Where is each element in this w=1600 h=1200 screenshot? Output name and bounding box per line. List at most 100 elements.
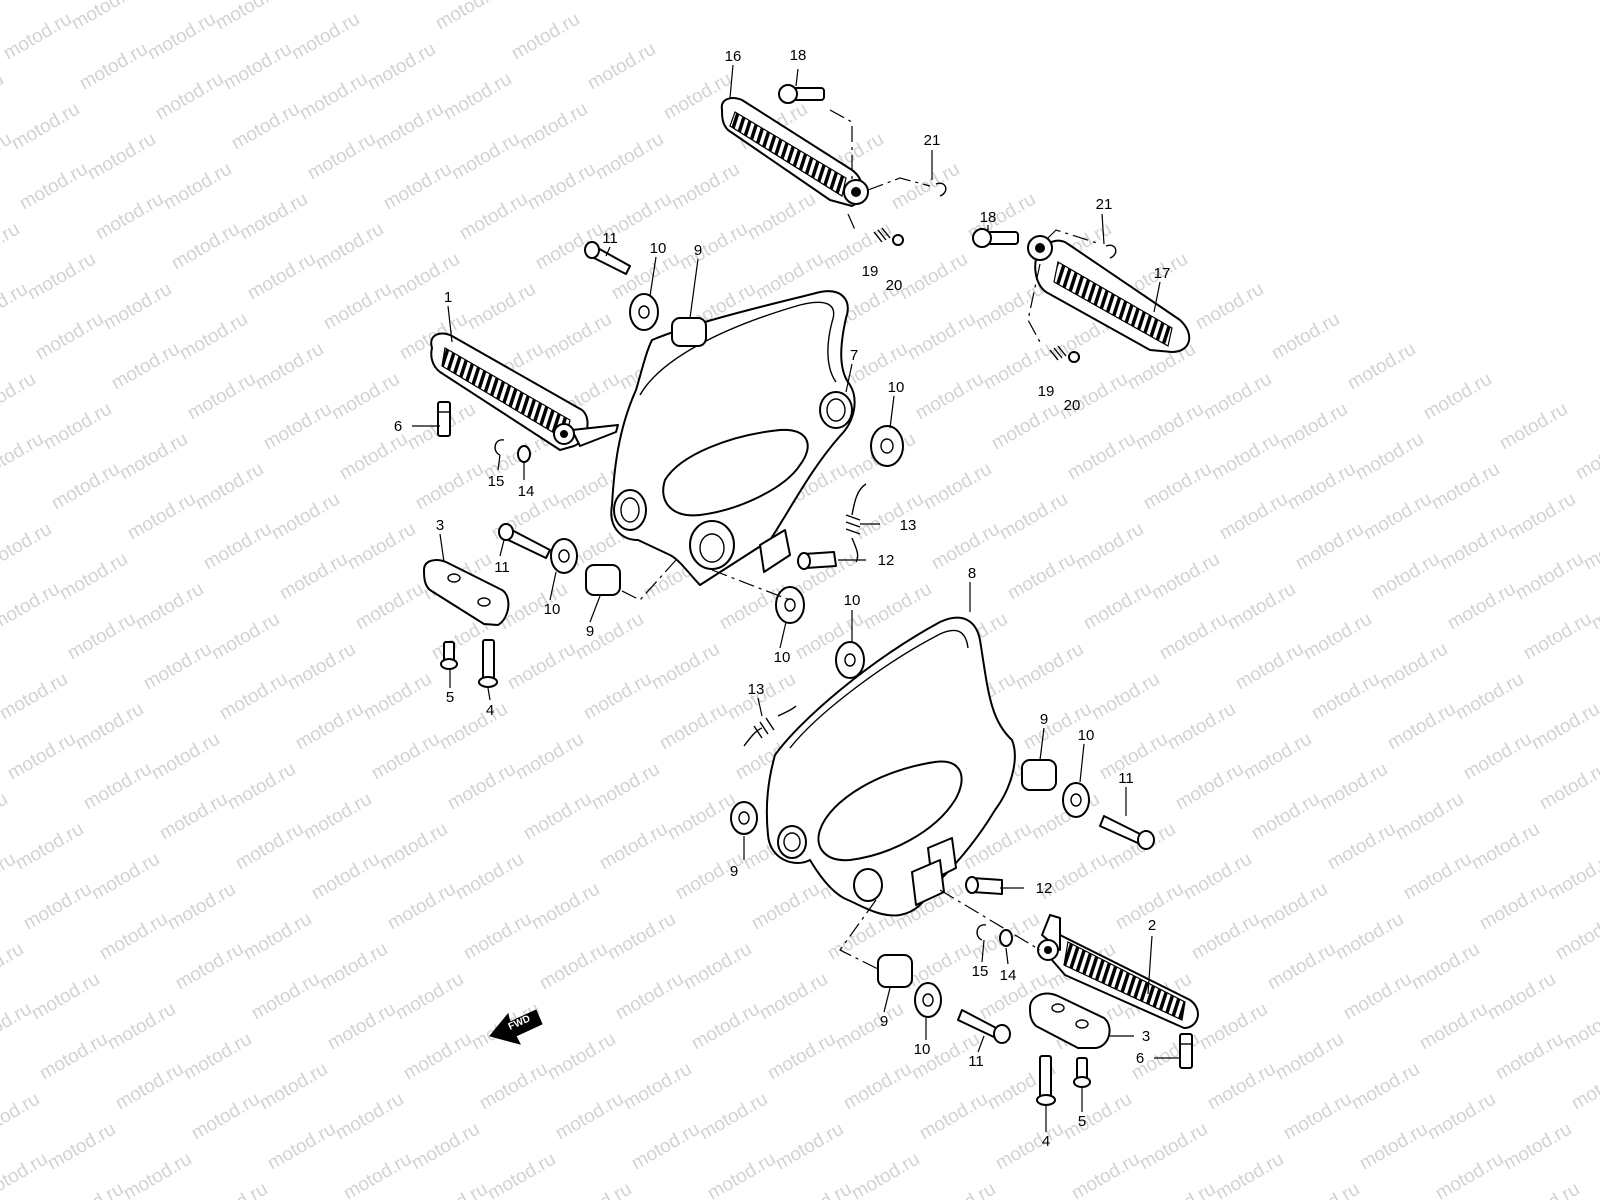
bolt-5-left: [440, 641, 458, 670]
watermark-text-127: motod.ru: [1308, 669, 1383, 725]
watermark-text-276: motod.ru: [376, 819, 451, 875]
watermark-text-235: motod.ru: [588, 759, 663, 815]
watermark-text-255: motod.ru: [444, 759, 519, 815]
watermark-text-249: motod.ru: [0, 579, 63, 635]
watermark-text-285: motod.ru: [1060, 1089, 1135, 1145]
watermark-text-230: motod.ru: [208, 609, 283, 665]
callout-21-a: 21: [924, 132, 941, 149]
watermark-text-346: motod.ru: [188, 1089, 263, 1145]
callout-5-right: 5: [1078, 1113, 1086, 1130]
watermark-text-24: motod.ru: [440, 69, 515, 125]
callout-10-f: 10: [1078, 727, 1095, 744]
watermark-text-229: motod.ru: [132, 579, 207, 635]
watermark-text-94: motod.ru: [540, 309, 615, 365]
washer-14-a: [517, 445, 531, 463]
watermark-text-111: motod.ru: [92, 189, 167, 245]
watermark-text-112: motod.ru: [168, 219, 243, 275]
watermark-text-89: motod.ru: [160, 159, 235, 215]
bolt-11-a: [584, 241, 631, 275]
watermark-text-81: motod.ru: [1292, 519, 1367, 575]
callout-10-a: 10: [650, 240, 667, 257]
watermark-text-12: motod.ru: [1192, 279, 1267, 335]
pin-12-a: [797, 551, 837, 570]
watermark-text-99: motod.ru: [920, 459, 995, 515]
watermark-text-291: motod.ru: [80, 759, 155, 815]
watermark-text-265: motod.ru: [1204, 1059, 1279, 1115]
watermark-text-293: motod.ru: [232, 819, 307, 875]
watermark-text-288: motod.ru: [1288, 1179, 1363, 1200]
watermark-text-308: motod.ru: [88, 849, 163, 905]
watermark-text-77: motod.ru: [988, 399, 1063, 455]
watermark-text-309: motod.ru: [164, 879, 239, 935]
washer-10-g: [914, 982, 942, 1018]
washer-10-a: [629, 293, 659, 331]
watermark-text-42: motod.ru: [68, 0, 143, 34]
watermark-text-64: motod.ru: [0, 9, 75, 65]
watermark-text-159: motod.ru: [108, 339, 183, 395]
watermark-text-275: motod.ru: [300, 789, 375, 845]
watermark-text-28: motod.ru: [744, 189, 819, 245]
watermark-text-224: motod.ru: [1492, 1029, 1567, 1085]
watermark-text-213: motod.ru: [656, 699, 731, 755]
watermark-text-281: motod.ru: [756, 969, 831, 1025]
spring-19-b: [1049, 345, 1067, 361]
watermark-text-134: motod.ru: [24, 249, 99, 305]
watermark-text-323: motod.ru: [172, 939, 247, 995]
callout-17: 17: [1154, 265, 1171, 282]
watermark-text-273: motod.ru: [148, 729, 223, 785]
watermark-text-351: motod.ru: [0, 1089, 43, 1145]
watermark-text-354: motod.ru: [196, 1179, 271, 1200]
watermark-text-326: motod.ru: [400, 1029, 475, 1085]
watermark-text-333: motod.ru: [0, 939, 27, 995]
watermark-text-114: motod.ru: [320, 279, 395, 335]
watermark-text-85: motod.ru: [1596, 639, 1600, 695]
watermark-text-292: motod.ru: [156, 789, 231, 845]
washer-9-e: [730, 801, 758, 835]
watermark-text-257: motod.ru: [596, 819, 671, 875]
watermark-text-338: motod.ru: [332, 1089, 407, 1145]
watermark-text-136: motod.ru: [176, 309, 251, 365]
watermark-text-103: motod.ru: [1224, 579, 1299, 635]
watermark-text-70: motod.ru: [456, 189, 531, 245]
watermark-text-86: motod.ru: [0, 69, 7, 125]
bracket-upper: [610, 290, 856, 586]
watermark-text-200: motod.ru: [1408, 939, 1483, 995]
callout-13-b: 13: [748, 681, 765, 698]
watermark-text-205: motod.ru: [48, 459, 123, 515]
callout-14-b: 14: [1000, 967, 1017, 984]
watermark-text-189: motod.ru: [572, 609, 647, 665]
circlip-15-a: [494, 439, 505, 456]
watermark-text-317: motod.ru: [772, 1119, 847, 1175]
watermark-text-26: motod.ru: [592, 129, 667, 185]
watermark-text-301: motod.ru: [840, 1059, 915, 1115]
watermark-text-190: motod.ru: [648, 639, 723, 695]
watermark-text-60: motod.ru: [1436, 519, 1511, 575]
watermark-text-352: motod.ru: [44, 1119, 119, 1175]
watermark-text-23: motod.ru: [364, 39, 439, 95]
watermark-text-322: motod.ru: [96, 909, 171, 965]
watermark-text-266: motod.ru: [1280, 1089, 1355, 1145]
watermark-text-65: motod.ru: [76, 39, 151, 95]
watermark-text-247: motod.ru: [1500, 1119, 1575, 1175]
washer-10-e: [835, 641, 865, 679]
watermark-text-138: motod.ru: [328, 369, 403, 425]
watermark-text-278: motod.ru: [528, 879, 603, 935]
callout-10-e: 10: [844, 592, 861, 609]
watermark-text-38: motod.ru: [1504, 489, 1579, 545]
watermark-text-344: motod.ru: [36, 1029, 111, 1085]
watermark-text-290: motod.ru: [4, 729, 79, 785]
bolt-11-b: [498, 523, 551, 559]
watermark-text-43: motod.ru: [144, 9, 219, 65]
bolt-4-right: [1036, 1055, 1056, 1106]
watermark-text-330: motod.ru: [704, 1149, 779, 1200]
watermark-text-243: motod.ru: [1196, 999, 1271, 1055]
watermark-text-341: motod.ru: [560, 1179, 635, 1200]
watermark-text-1: motod.ru: [356, 0, 431, 4]
watermark-text-87: motod.ru: [8, 99, 83, 155]
watermark-text-110: motod.ru: [16, 159, 91, 215]
watermark-text-44: motod.ru: [220, 39, 295, 95]
watermark-text-267: motod.ru: [1356, 1119, 1431, 1175]
watermark-text-227: motod.ru: [0, 519, 55, 575]
watermark-text-306: motod.ru: [0, 789, 11, 845]
watermark-text-76: motod.ru: [912, 369, 987, 425]
